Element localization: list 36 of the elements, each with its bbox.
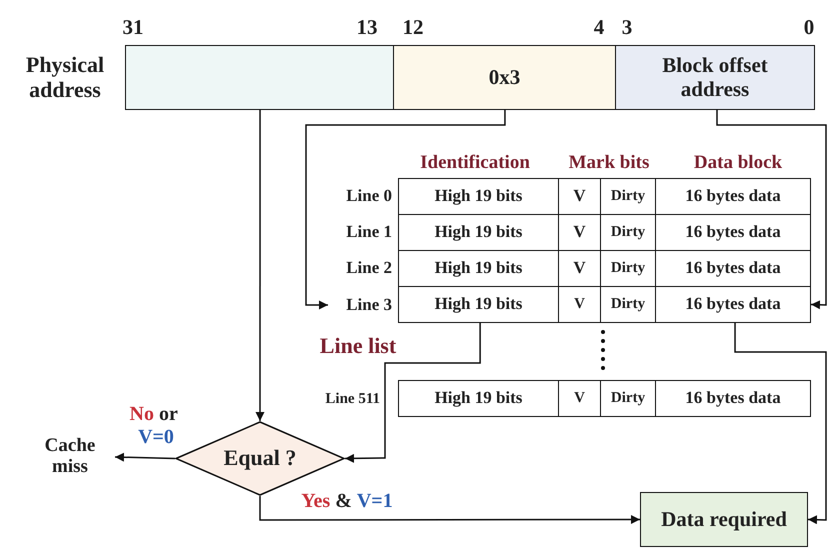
column-header: Data block: [692, 150, 784, 175]
column-header: Mark bits: [568, 150, 650, 175]
arrow: [259, 496, 640, 524]
arrow: [345, 323, 481, 463]
address-field: [125, 45, 394, 110]
table-cell: High 19 bits: [398, 178, 559, 215]
arrow: [256, 110, 264, 421]
line-label: Cache miss: [25, 428, 115, 486]
row-label: Line 1: [345, 220, 392, 243]
table-cell: 16 bytes data: [655, 286, 811, 323]
table-title: Line list: [318, 332, 398, 360]
table-cell: High 19 bits: [398, 380, 559, 417]
row-label: Line 0: [345, 184, 392, 207]
bit-number: 3: [620, 16, 634, 40]
bit-number: 31: [122, 16, 144, 40]
bit-number: 4: [592, 16, 606, 40]
arrow: [114, 452, 176, 462]
bit-number: 13: [356, 16, 378, 40]
field-label: Physical address: [24, 51, 106, 104]
column-header: Identification: [419, 150, 531, 175]
table-cell: V: [558, 380, 601, 417]
row-label: Line 511: [324, 390, 380, 409]
arrow: [305, 110, 506, 310]
result-box: Data required: [640, 492, 808, 547]
bit-number: 0: [802, 16, 816, 40]
line-label: Line 3: [328, 290, 392, 320]
row-label: Line 2: [345, 256, 392, 279]
arrow: [716, 110, 827, 310]
address-field: 0x3: [393, 45, 616, 110]
table-cell: High 19 bits: [398, 286, 559, 323]
address-field: Block offset address: [615, 45, 815, 110]
bit-number: 12: [402, 16, 424, 40]
arrow: [734, 323, 827, 524]
table-cell: Dirty: [600, 380, 656, 417]
table-cell: 16 bytes data: [655, 380, 811, 417]
table-cell: 16 bytes data: [655, 178, 811, 215]
